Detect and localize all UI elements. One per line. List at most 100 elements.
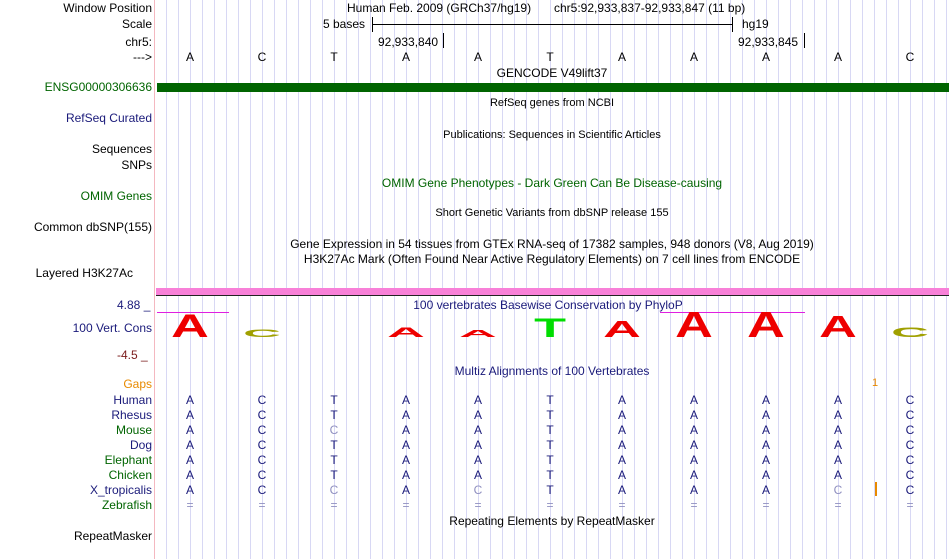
aligned-base: A <box>617 438 627 452</box>
aligned-base: A <box>401 483 411 497</box>
species-label[interactable]: Zebrafish <box>101 498 152 512</box>
dbsnp-title: Short Genetic Variants from dbSNP releas… <box>435 207 669 219</box>
aligned-base: C <box>257 453 267 467</box>
gap-count: 1 <box>872 377 879 389</box>
refseq-label[interactable]: RefSeq Curated <box>65 111 152 125</box>
rmsk-title: Repeating Elements by RepeatMasker <box>449 514 655 528</box>
aligned-base: T <box>546 453 554 467</box>
pubs-label-sequences[interactable]: Sequences <box>91 142 152 156</box>
aligned-base: A <box>185 393 195 407</box>
logo-letter: A <box>459 328 497 339</box>
reference-base: T <box>330 50 338 64</box>
phylop-min-label: -4.5 _ <box>117 348 148 362</box>
aligned-base: T <box>546 393 554 407</box>
reference-base: C <box>905 50 915 64</box>
aligned-base: A <box>473 453 483 467</box>
aligned-base: A <box>833 423 843 437</box>
logo-letter: A <box>171 309 209 340</box>
dbsnp-label[interactable]: Common dbSNP(155) <box>33 220 152 234</box>
species-label[interactable]: Human <box>113 393 152 407</box>
scale-db: hg19 <box>742 17 769 31</box>
aligned-base: = <box>258 498 266 512</box>
aligned-base: A <box>833 438 843 452</box>
aligned-base: A <box>401 393 411 407</box>
aligned-base: A <box>689 423 699 437</box>
aligned-base: T <box>546 423 554 437</box>
aligned-base: A <box>833 468 843 482</box>
scale-bar-end <box>732 17 733 32</box>
pubs-label-snps[interactable]: SNPs <box>121 158 152 172</box>
gaps-label[interactable]: Gaps <box>123 377 152 391</box>
phylop-max-label: 4.88 _ <box>117 298 151 312</box>
aligned-base: T <box>330 438 338 452</box>
label-divider <box>154 0 155 559</box>
phylop-label[interactable]: 100 Vert. Cons <box>72 321 152 335</box>
aligned-base: A <box>473 423 483 437</box>
logo-letter: A <box>603 316 641 340</box>
phylop-title: 100 vertebrates Basewise Conservation by… <box>413 298 683 312</box>
logo-letter: C <box>891 325 929 340</box>
position-tick-label: 92,933,840 <box>378 35 439 49</box>
aligned-base: C <box>905 423 915 437</box>
aligned-base: T <box>546 408 554 422</box>
species-label[interactable]: Mouse <box>115 423 152 437</box>
reference-base: A <box>833 50 843 64</box>
aligned-base: = <box>402 498 410 512</box>
aligned-base: A <box>689 438 699 452</box>
strand-label: ---> <box>133 50 152 64</box>
aligned-base: T <box>330 453 338 467</box>
aligned-base: A <box>761 483 771 497</box>
gencode-label[interactable]: ENSG00000306636 <box>44 80 152 94</box>
aligned-base: C <box>257 483 267 497</box>
aligned-base: A <box>401 423 411 437</box>
aligned-base: = <box>690 498 698 512</box>
aligned-base: A <box>689 483 699 497</box>
aligned-base: = <box>834 498 842 512</box>
reference-base: A <box>401 50 411 64</box>
aligned-base: C <box>257 423 267 437</box>
aligned-base: = <box>474 498 482 512</box>
reference-base: C <box>257 50 267 64</box>
aligned-base: = <box>186 498 194 512</box>
aligned-base: A <box>833 453 843 467</box>
aligned-base: A <box>761 393 771 407</box>
rmsk-label[interactable]: RepeatMasker <box>73 529 152 543</box>
position-tick <box>443 33 444 48</box>
aligned-base: A <box>473 408 483 422</box>
scale-label: Scale <box>121 17 152 31</box>
aligned-base: A <box>761 438 771 452</box>
logo-letter: A <box>675 304 713 340</box>
aligned-base: A <box>401 468 411 482</box>
aligned-base: C <box>905 483 915 497</box>
omim-label[interactable]: OMIM Genes <box>80 189 152 203</box>
aligned-base: A <box>401 438 411 452</box>
aligned-base: T <box>330 393 338 407</box>
scale-bar <box>372 24 733 25</box>
aligned-base: C <box>257 438 267 452</box>
aligned-base: A <box>617 408 627 422</box>
scale-bar-end <box>372 17 373 32</box>
window-position-label: Window Position <box>63 1 152 15</box>
refseq-title: RefSeq genes from NCBI <box>489 97 615 109</box>
aligned-base: = <box>546 498 554 512</box>
pubs-title: Publications: Sequences in Scientific Ar… <box>443 129 661 141</box>
h3k27ac-signal <box>156 288 949 295</box>
aligned-base: = <box>906 498 914 512</box>
position-tick <box>804 33 805 48</box>
aligned-base: A <box>617 483 627 497</box>
gencode-title: GENCODE V49lift37 <box>496 66 608 80</box>
species-label[interactable]: Dog <box>129 438 152 452</box>
species-label[interactable]: Chicken <box>108 468 152 482</box>
species-label[interactable]: X_tropicalis <box>89 483 152 497</box>
aligned-base: A <box>473 438 483 452</box>
gene-feature-bar[interactable] <box>157 83 949 92</box>
aligned-base: A <box>689 408 699 422</box>
aligned-base: T <box>330 408 338 422</box>
aligned-base: C <box>905 438 915 452</box>
aligned-base: = <box>330 498 338 512</box>
gtex-title: Gene Expression in 54 tissues from GTEx … <box>290 237 814 251</box>
h3k27ac-label[interactable]: Layered H3K27Ac <box>35 266 133 280</box>
species-label[interactable]: Rhesus <box>111 408 152 422</box>
reference-base: A <box>617 50 627 64</box>
species-label[interactable]: Elephant <box>104 453 152 467</box>
